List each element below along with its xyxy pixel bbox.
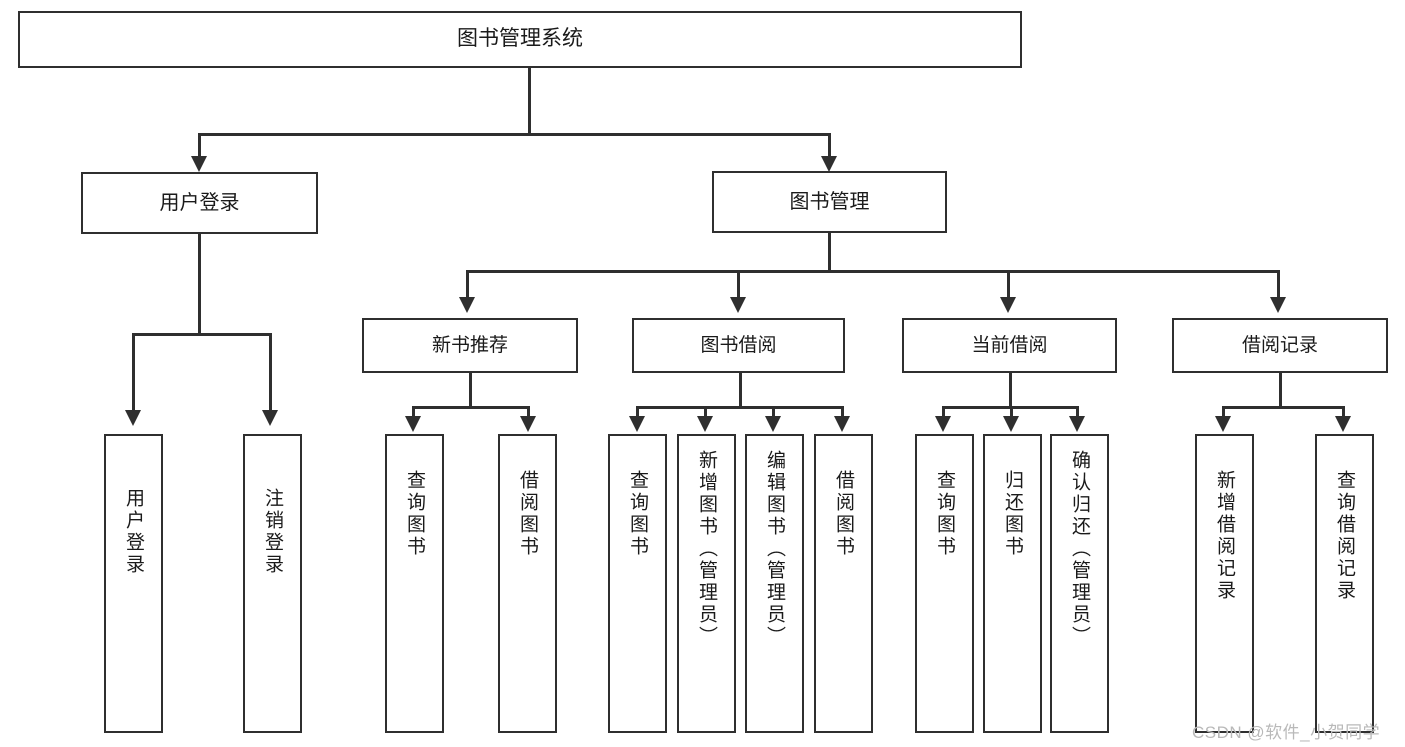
node-user-login[interactable]: 用户登录 — [81, 172, 318, 234]
connector-book-borrow-stem — [739, 373, 742, 409]
node-label: 查询图书 — [934, 470, 955, 558]
leaf-current-borrow-confirm-return[interactable]: 确认归还（管理员） — [1050, 434, 1109, 733]
node-new-book-recommend[interactable]: 新书推荐 — [362, 318, 578, 373]
arrowhead-root-to-user-login — [191, 156, 207, 172]
node-label: 查询图书 — [404, 470, 425, 558]
node-label: 新增图书（管理员） — [696, 450, 717, 648]
connector-book-manage-bar — [466, 270, 1280, 273]
connector-current-borrow-leaf-1 — [942, 406, 945, 424]
arrowhead-new-book-leaf-2 — [520, 416, 536, 432]
leaf-current-borrow-query[interactable]: 查询图书 — [915, 434, 974, 733]
node-label: 图书管理系统 — [457, 27, 583, 51]
arrowhead-to-borrow-record — [1270, 297, 1286, 313]
connector-current-borrow-leaf-2 — [1010, 406, 1013, 424]
connector-current-borrow-leaf-3 — [1076, 406, 1079, 424]
arrowhead-book-borrow-leaf-4 — [834, 416, 850, 432]
connector-to-borrow-record — [1277, 270, 1280, 302]
connector-new-book-leaf-2 — [527, 406, 530, 424]
connector-new-book-leaf-1 — [412, 406, 415, 424]
node-label: 编辑图书（管理员） — [764, 450, 785, 648]
node-label: 新书推荐 — [431, 334, 508, 356]
connector-user-login-bar — [132, 333, 269, 336]
connector-root-to-book-manage — [828, 133, 831, 163]
connector-book-manage-stem — [828, 233, 831, 272]
node-label: 查询借阅记录 — [1334, 470, 1355, 602]
node-label: 注销登录 — [262, 488, 283, 576]
arrowhead-book-borrow-leaf-1 — [629, 416, 645, 432]
arrowhead-book-borrow-leaf-3 — [765, 416, 781, 432]
connector-user-login-to-leaf-1 — [132, 333, 135, 415]
node-label: 借阅图书 — [833, 470, 854, 558]
leaf-book-borrow-add[interactable]: 新增图书（管理员） — [677, 434, 736, 733]
node-label: 借阅记录 — [1241, 334, 1318, 356]
arrowhead-to-current-borrow — [1000, 297, 1016, 313]
arrowhead-user-login-leaf-2 — [262, 410, 278, 426]
arrowhead-user-login-leaf-1 — [125, 410, 141, 426]
arrowhead-book-borrow-leaf-2 — [697, 416, 713, 432]
leaf-book-borrow-edit[interactable]: 编辑图书（管理员） — [745, 434, 804, 733]
arrowhead-new-book-leaf-1 — [405, 416, 421, 432]
connector-book-borrow-leaf-4 — [841, 406, 844, 424]
node-label: 图书借阅 — [700, 334, 777, 356]
node-label: 用户登录 — [123, 488, 144, 576]
node-current-borrow[interactable]: 当前借阅 — [902, 318, 1117, 373]
arrowhead-to-new-book — [459, 297, 475, 313]
arrowhead-to-book-borrow — [730, 297, 746, 313]
connector-root-stem — [528, 68, 531, 135]
connector-new-book-bar — [412, 406, 530, 409]
node-label: 新增借阅记录 — [1214, 470, 1235, 602]
leaf-borrow-record-query[interactable]: 查询借阅记录 — [1315, 434, 1374, 733]
arrowhead-borrow-record-leaf-2 — [1335, 416, 1351, 432]
leaf-new-book-query[interactable]: 查询图书 — [385, 434, 444, 733]
connector-to-new-book — [466, 270, 469, 302]
arrowhead-current-borrow-leaf-1 — [935, 416, 951, 432]
connector-borrow-record-bar — [1222, 406, 1345, 409]
connector-root-bar — [198, 133, 831, 136]
leaf-borrow-record-add[interactable]: 新增借阅记录 — [1195, 434, 1254, 733]
leaf-book-borrow-lend[interactable]: 借阅图书 — [814, 434, 873, 733]
connector-user-login-stem — [198, 234, 201, 335]
node-book-management[interactable]: 图书管理 — [712, 171, 947, 233]
node-label: 借阅图书 — [517, 470, 538, 558]
leaf-book-borrow-query[interactable]: 查询图书 — [608, 434, 667, 733]
node-label: 用户登录 — [159, 191, 240, 214]
arrowhead-borrow-record-leaf-1 — [1215, 416, 1231, 432]
leaf-user-login-signin[interactable]: 用户登录 — [104, 434, 163, 733]
node-borrow-record[interactable]: 借阅记录 — [1172, 318, 1388, 373]
connector-root-to-user-login — [198, 133, 201, 163]
connector-borrow-record-stem — [1279, 373, 1282, 409]
leaf-current-borrow-return[interactable]: 归还图书 — [983, 434, 1042, 733]
connector-to-current-borrow — [1007, 270, 1010, 302]
connector-book-borrow-leaf-1 — [636, 406, 639, 424]
connector-to-book-borrow — [737, 270, 740, 302]
node-book-borrow[interactable]: 图书借阅 — [632, 318, 845, 373]
arrowhead-current-borrow-leaf-3 — [1069, 416, 1085, 432]
csdn-watermark: CSDN @软件_小贺同学 — [1192, 723, 1381, 742]
node-label: 确认归还（管理员） — [1069, 450, 1090, 648]
connector-borrow-record-leaf-2 — [1342, 406, 1345, 424]
node-label: 图书管理 — [789, 190, 870, 213]
connector-book-borrow-leaf-2 — [704, 406, 707, 424]
arrowhead-current-borrow-leaf-2 — [1003, 416, 1019, 432]
leaf-new-book-borrow[interactable]: 借阅图书 — [498, 434, 557, 733]
leaf-user-login-signout[interactable]: 注销登录 — [243, 434, 302, 733]
connector-user-login-to-leaf-2 — [269, 333, 272, 415]
node-label: 查询图书 — [627, 470, 648, 558]
node-root-system[interactable]: 图书管理系统 — [18, 11, 1022, 68]
connector-book-borrow-leaf-3 — [772, 406, 775, 424]
connector-new-book-stem — [469, 373, 472, 409]
connector-current-borrow-stem — [1009, 373, 1012, 409]
connector-book-borrow-bar — [636, 406, 844, 409]
node-label: 当前借阅 — [971, 334, 1048, 356]
arrowhead-root-to-book-manage — [821, 156, 837, 172]
connector-borrow-record-leaf-1 — [1222, 406, 1225, 424]
node-label: 归还图书 — [1002, 470, 1023, 558]
